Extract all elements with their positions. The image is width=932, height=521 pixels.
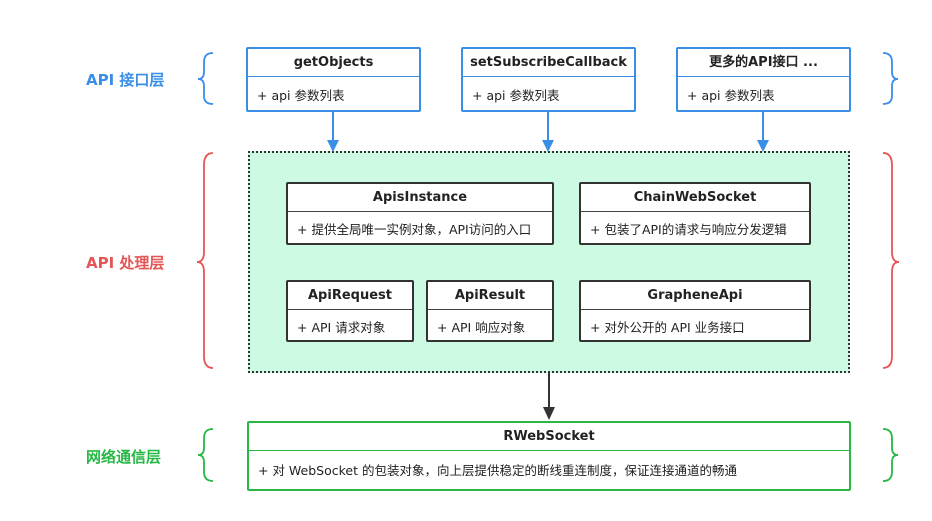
chain-websocket-box: ChainWebSocket + 包装了API的请求与响应分发逻辑 <box>579 182 811 245</box>
api-left-brace <box>197 52 214 105</box>
processing-right-brace <box>882 152 900 369</box>
box-title: RWebSocket <box>249 423 849 451</box>
api-box-body: + api 参数列表 <box>472 87 560 103</box>
api-request-box: ApiRequest + API 请求对象 <box>286 280 414 342</box>
api-box-title: getObjects <box>248 49 419 77</box>
api-box-get-objects: getObjects + api 参数列表 <box>246 47 421 112</box>
box-body: + 包装了API的请求与响应分发逻辑 <box>590 222 787 237</box>
rwebsocket-box: RWebSocket + 对 WebSocket 的包装对象，向上层提供稳定的断… <box>247 421 851 491</box>
box-body: + API 响应对象 <box>437 319 526 335</box>
box-title: GrapheneApi <box>581 282 809 310</box>
api-box-more-apis: 更多的API接口 ... + api 参数列表 <box>676 47 851 112</box>
api-box-title: setSubscribeCallback <box>463 49 634 77</box>
processing-left-brace <box>196 152 214 369</box>
api-result-box: ApiResult + API 响应对象 <box>426 280 554 342</box>
box-title: ApiRequest <box>288 282 412 310</box>
arrowhead <box>543 407 555 420</box>
box-body: + API 请求对象 <box>297 319 386 335</box>
box-body: + 对外公开的 API 业务接口 <box>590 319 745 335</box>
api-right-brace <box>882 52 899 105</box>
api-layer-label: API 接口层 <box>86 71 165 89</box>
box-body: + 提供全局唯一实例对象，API访问的入口 <box>297 222 532 237</box>
network-layer-label: 网络通信层 <box>86 448 162 466</box>
api-box-body: + api 参数列表 <box>687 87 775 103</box>
graphene-api-box: GrapheneApi + 对外公开的 API 业务接口 <box>579 280 811 342</box>
box-body: + 对 WebSocket 的包装对象，向上层提供稳定的断线重连制度，保证连接通… <box>258 463 737 478</box>
api-box-body: + api 参数列表 <box>257 87 345 103</box>
box-title: ApisInstance <box>288 184 552 212</box>
api-box-title: 更多的API接口 ... <box>678 49 849 77</box>
box-title: ChainWebSocket <box>581 184 809 212</box>
apis-instance-box: ApisInstance + 提供全局唯一实例对象，API访问的入口 <box>286 182 554 245</box>
api-box-set-subscribe-callback: setSubscribeCallback + api 参数列表 <box>461 47 636 112</box>
api-to-processing-arrows <box>327 112 769 152</box>
processing-layer-label: API 处理层 <box>86 254 165 272</box>
box-title: ApiResult <box>428 282 552 310</box>
network-left-brace <box>197 428 214 482</box>
processing-to-network-arrow <box>543 373 555 420</box>
network-right-brace <box>882 428 899 482</box>
